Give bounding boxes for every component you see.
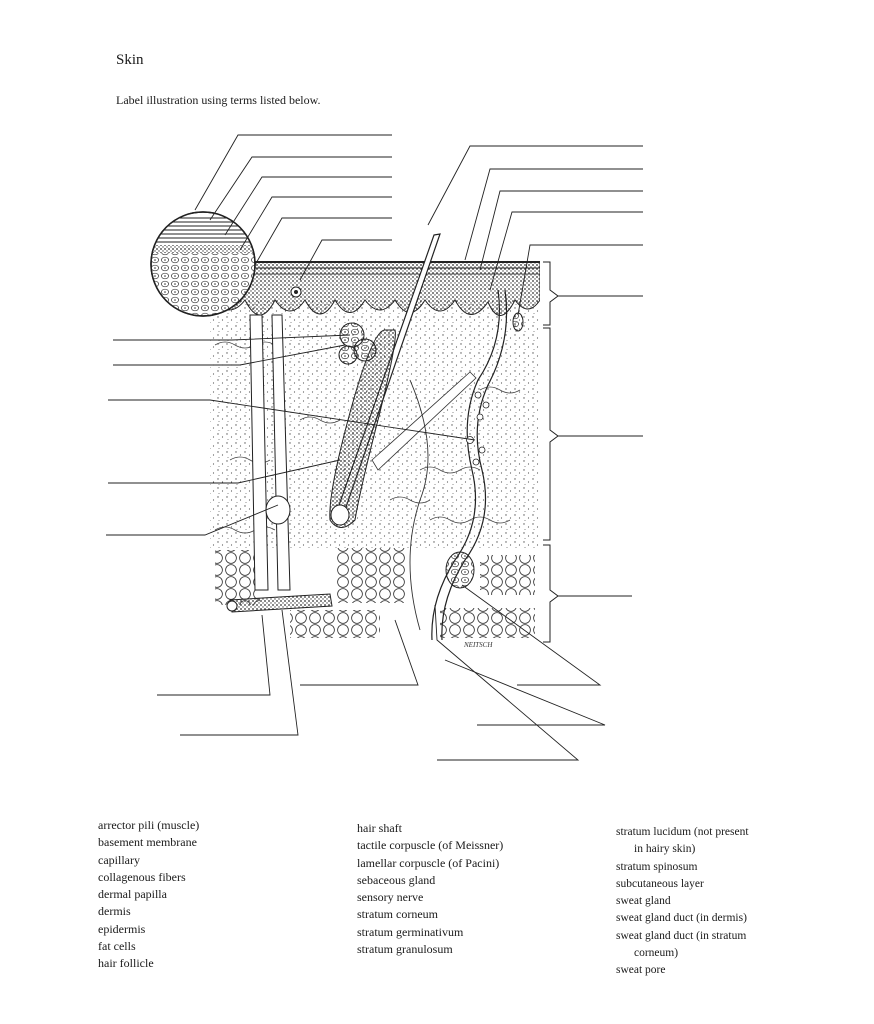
terms-column-3: stratum lucidum (not present in hairy sk… [616, 824, 749, 980]
term: fat cells [98, 938, 199, 955]
term: lamellar corpuscle (of Pacini) [357, 855, 503, 872]
term: capillary [98, 852, 199, 869]
term: collagenous fibers [98, 869, 199, 886]
term: dermal papilla [98, 886, 199, 903]
term-continuation: in hairy skin) [616, 841, 749, 858]
term: stratum corneum [357, 906, 503, 923]
term: sweat pore [616, 962, 749, 979]
illustrator-signature: NEITSCH [463, 641, 493, 649]
term: hair follicle [98, 955, 199, 972]
term: stratum spinosum [616, 859, 749, 876]
term: sebaceous gland [357, 872, 503, 889]
lamellar-corpuscle [446, 552, 474, 588]
term: arrector pili (muscle) [98, 817, 199, 834]
term: subcutaneous layer [616, 876, 749, 893]
term: sweat gland duct (in dermis) [616, 910, 749, 927]
layer-brackets [543, 262, 558, 642]
terms-column-2: hair shaft tactile corpuscle (of Meissne… [357, 820, 503, 958]
term: dermis [98, 903, 199, 920]
term: stratum germinativum [357, 924, 503, 941]
term: stratum lucidum (not present [616, 824, 749, 841]
tactile-corpuscle [513, 313, 523, 331]
term: tactile corpuscle (of Meissner) [357, 837, 503, 854]
term: sweat gland [616, 893, 749, 910]
term-continuation: corneum) [616, 945, 749, 962]
term: basement membrane [98, 834, 199, 851]
term: sensory nerve [357, 889, 503, 906]
terms-column-1: arrector pili (muscle) basement membrane… [98, 817, 199, 973]
term: epidermis [98, 921, 199, 938]
term: hair shaft [357, 820, 503, 837]
term: stratum granulosum [357, 941, 503, 958]
term: sweat gland duct (in stratum [616, 928, 749, 945]
